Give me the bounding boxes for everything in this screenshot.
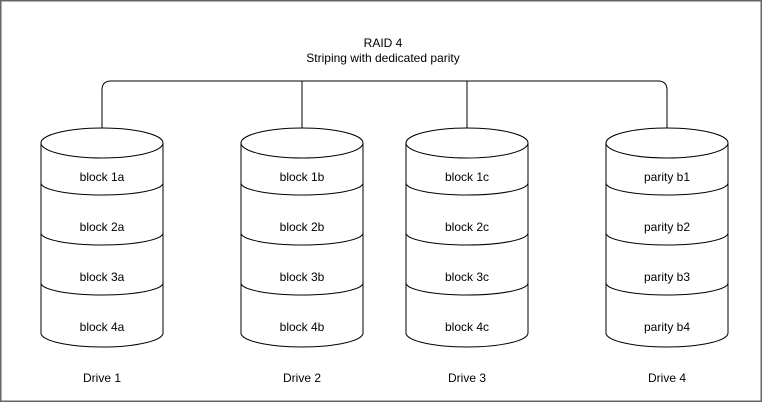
drive-1-block-3: block 3a <box>80 270 125 284</box>
bus-connector <box>101 80 668 130</box>
drive-1-label: Drive 1 <box>83 371 121 385</box>
drive-4-divider <box>605 182 729 196</box>
drive-3-block-3: block 3c <box>445 270 489 284</box>
diagram-title: RAID 4 <box>364 36 403 50</box>
drive-1-divider <box>40 282 164 296</box>
drive-3-block-4: block 4c <box>445 320 489 334</box>
drive-1-divider <box>40 232 164 246</box>
diagram-subtitle: Striping with dedicated parity <box>306 51 459 65</box>
drive-4-block-4: parity b4 <box>644 320 690 334</box>
drive-3-divider <box>405 232 529 246</box>
drive-2-block-4: block 4b <box>280 320 325 334</box>
drive-4-divider <box>605 232 729 246</box>
drive-4-block-1: parity b1 <box>644 170 690 184</box>
drive-4-cylinder-top <box>605 127 729 159</box>
drive-1: block 1a block 2a block 3a block 4a Driv… <box>40 127 164 385</box>
drive-4-label: Drive 4 <box>648 371 686 385</box>
drive-2-divider <box>240 232 364 246</box>
drive-1-block-2: block 2a <box>80 220 125 234</box>
drive-2-divider <box>240 182 364 196</box>
drive-2-block-2: block 2b <box>280 220 325 234</box>
drive-2-label: Drive 2 <box>283 371 321 385</box>
drive-4: parity b1 parity b2 parity b3 parity b4 … <box>605 127 729 385</box>
drive-1-divider <box>40 182 164 196</box>
drive-2-block-1: block 1b <box>280 170 325 184</box>
drive-3-divider <box>405 282 529 296</box>
drive-3-label: Drive 3 <box>448 371 486 385</box>
drive-2-block-3: block 3b <box>280 270 325 284</box>
drive-4-block-3: parity b3 <box>644 270 690 284</box>
drive-2-cylinder-top <box>240 127 364 159</box>
drive-1-cylinder-top <box>40 127 164 159</box>
drive-3-divider <box>405 182 529 196</box>
drive-1-block-4: block 4a <box>80 320 125 334</box>
drive-1-block-1: block 1a <box>80 170 125 184</box>
drive-4-block-2: parity b2 <box>644 220 690 234</box>
bus-line <box>101 80 668 130</box>
drive-4-divider <box>605 282 729 296</box>
drive-2-divider <box>240 282 364 296</box>
drive-2: block 1b block 2b block 3b block 4b Driv… <box>240 127 364 385</box>
drive-3-block-2: block 2c <box>445 220 489 234</box>
drive-3: block 1c block 2c block 3c block 4c Driv… <box>405 127 529 385</box>
drive-3-cylinder-top <box>405 127 529 159</box>
drive-3-block-1: block 1c <box>445 170 489 184</box>
